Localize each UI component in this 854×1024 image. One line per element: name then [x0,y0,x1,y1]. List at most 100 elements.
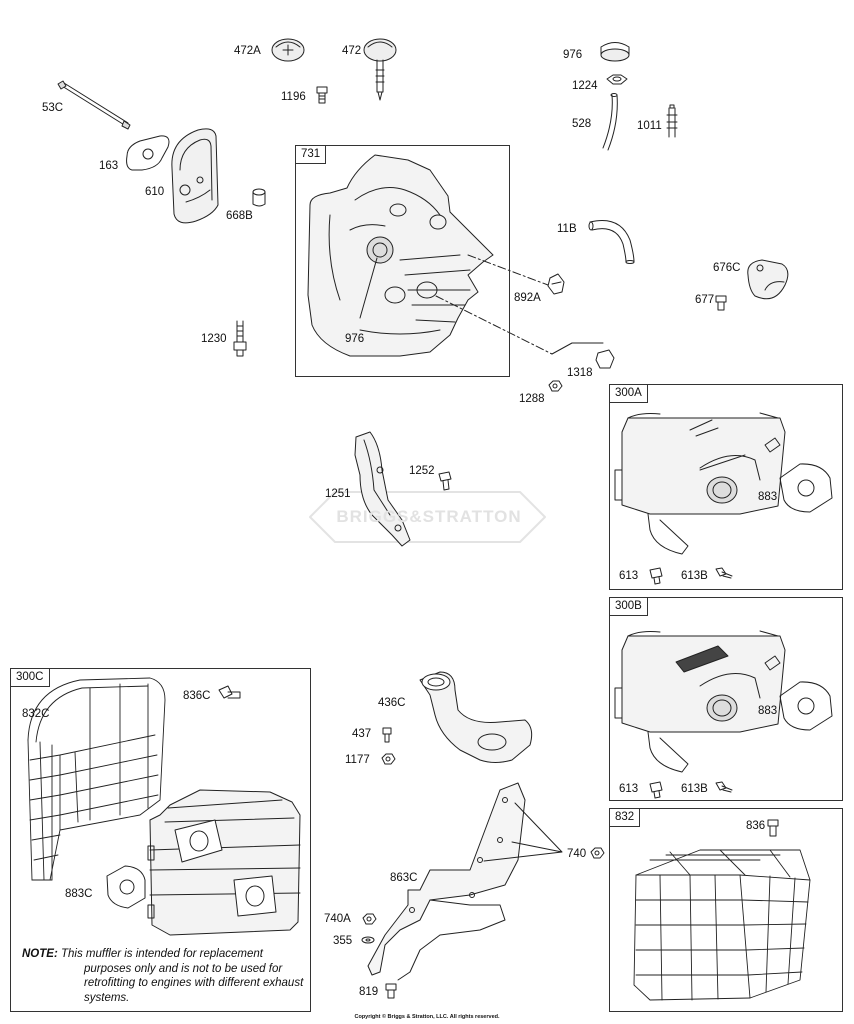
note-rest: purposes only and is not to be used for … [84,962,304,1004]
label-1177: 1177 [345,754,370,766]
note-lead: NOTE: [22,948,58,960]
group-tag-300A: 300A [609,384,648,403]
watermark-text: BRIGGS&STRATTON [336,507,522,526]
part-1224-nut [606,74,628,85]
part-668B-spacer [252,188,266,207]
label-610: 610 [145,186,165,198]
part-1251-baffle [354,431,411,547]
leader-740 [483,802,563,862]
leader-1318 [551,342,604,355]
part-740A-nut [362,913,377,925]
label-740: 740 [567,848,587,860]
part-836-bolt [767,819,779,837]
part-836C-bolt [218,685,241,699]
part-613-screw-a [649,567,663,585]
group-tag-832: 832 [609,808,641,827]
part-436C-elbow [419,671,533,763]
label-976-top: 976 [563,49,583,61]
part-613B-screw-b [715,781,733,793]
label-437: 437 [352,728,372,740]
part-863C-bracket [367,782,526,981]
part-883-gasket-a [779,463,833,513]
group-tag-300B: 300B [609,597,648,616]
group-box-300A: 300A [609,384,843,590]
label-163: 163 [99,160,119,172]
part-883-gasket-b [779,681,833,731]
leader-976 [359,257,378,319]
label-883-b: 883 [758,705,778,717]
label-1011: 1011 [637,120,662,132]
assembly-dashed-lines [435,254,553,355]
label-355: 355 [333,935,353,947]
part-832-cage [633,849,811,1001]
part-300A-muffler [614,412,786,555]
label-613-b: 613 [619,783,639,795]
label-472: 472 [342,45,362,57]
label-836C: 836C [183,690,211,702]
part-1288-nut [548,380,563,392]
label-668B: 668B [226,210,253,222]
label-1318: 1318 [567,367,593,379]
label-1251: 1251 [325,488,351,500]
label-436C: 436C [378,697,406,709]
label-677: 677 [695,294,715,306]
label-819: 819 [359,986,379,998]
part-740-nut [590,847,605,859]
part-610-shield [171,128,219,224]
label-613B-b: 613B [681,783,708,795]
part-355-washer [361,936,375,944]
group-box-300B: 300B [609,597,843,801]
part-819-bolt [385,983,397,999]
part-976-cap [600,42,630,62]
part-1177-nut [381,753,396,765]
part-613-screw-b [649,781,663,799]
group-box-832: 832 [609,808,843,1012]
group-tag-300C: 300C [10,668,50,687]
label-613B-a: 613B [681,570,708,582]
part-1011-fitting [666,104,678,138]
part-1318-clip [595,349,615,369]
label-976: 976 [345,333,365,345]
part-1196-bolt [316,86,328,104]
group-box-300C: 300C [10,668,311,1012]
label-528: 528 [572,118,592,130]
copyright-footer: Copyright © Briggs & Stratton, LLC. All … [354,1014,500,1020]
part-676C-bracket [747,259,789,300]
part-613B-screw-a [715,567,733,579]
watermark-logo [309,491,546,543]
label-53C: 53C [42,102,64,114]
part-472-cap [363,38,397,101]
part-1230-stud [233,320,247,357]
note-first-line: This muffler is intended for replacement [60,948,263,960]
label-1230: 1230 [201,333,227,345]
part-53C-rod [57,80,131,130]
label-11B: 11B [557,223,577,235]
label-883-a: 883 [758,491,778,503]
part-300C-muffler [147,789,301,936]
label-892A: 892A [514,292,541,304]
label-740A: 740A [324,913,351,925]
label-836: 836 [746,820,766,832]
part-892A-clip [547,273,565,295]
label-832C: 832C [22,708,50,720]
group-tag-731: 731 [295,145,327,164]
part-528-hose [602,93,618,151]
part-677-screw [715,295,727,311]
part-163-gasket [126,135,170,171]
label-1224: 1224 [572,80,598,92]
replacement-note: NOTE: This muffler is intended for repla… [22,947,312,1005]
part-883C-gasket [106,865,146,909]
part-731-housing [307,154,494,357]
part-1252-screw [438,471,452,491]
label-1288: 1288 [519,393,545,405]
group-box-731: 731 [295,145,510,377]
label-1196: 1196 [281,91,306,103]
part-300B-muffler [614,630,786,773]
part-832C-guard [27,677,166,881]
label-472A: 472A [234,45,261,57]
label-1252: 1252 [409,465,435,477]
label-883C: 883C [65,888,93,900]
part-437-screw [382,727,392,743]
part-472A-cap [271,38,305,62]
